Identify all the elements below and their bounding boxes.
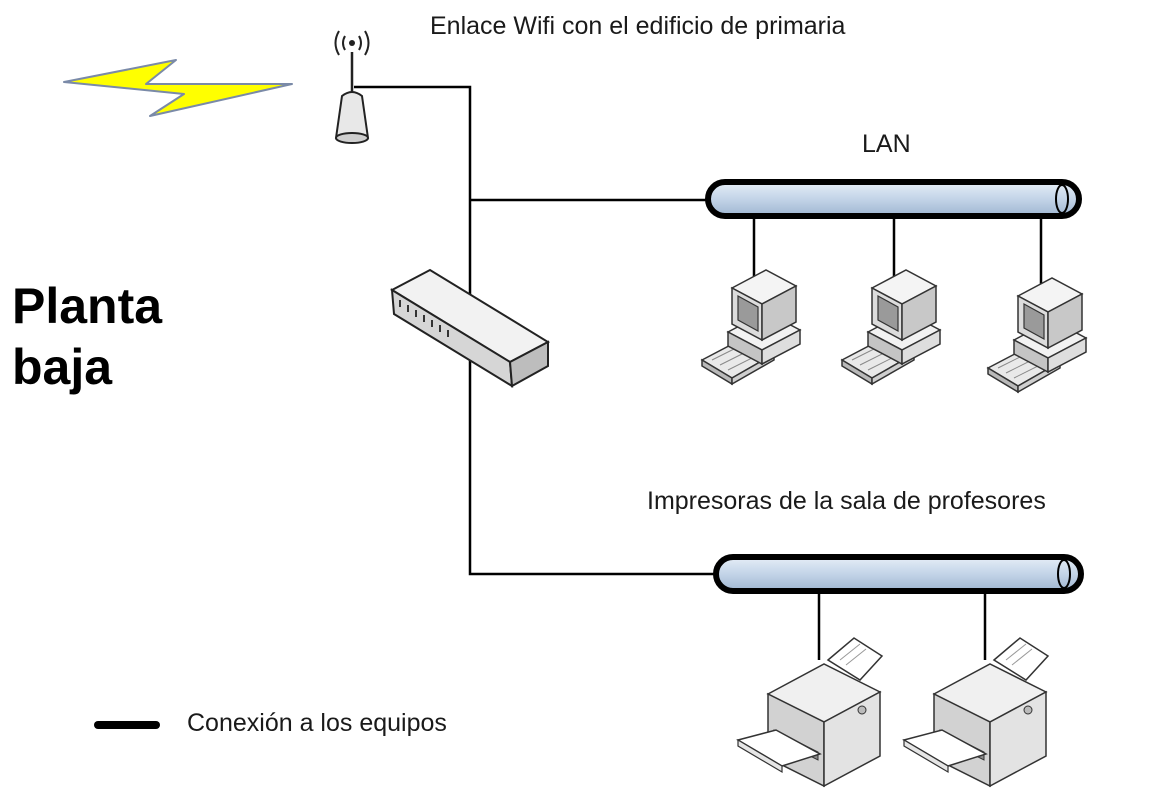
floor-title-line1: Planta <box>12 278 163 334</box>
computer-icon <box>987 277 1087 393</box>
computer-icon <box>701 269 801 385</box>
legend-label: Conexión a los equipos <box>187 709 447 737</box>
floor-title-line2: baja <box>12 339 113 395</box>
printers-bus <box>713 554 1084 594</box>
lightning-icon <box>63 59 293 117</box>
floor-title: Planta baja <box>12 276 242 398</box>
computer-icon <box>841 269 941 385</box>
network-switch-icon <box>389 268 551 388</box>
printer-icon <box>903 637 1049 787</box>
lan-bus <box>705 179 1082 219</box>
wifi-link-label: Enlace Wifi con el edificio de primaria <box>430 12 846 40</box>
lan-label: LAN <box>862 130 911 158</box>
wireless-antenna-icon <box>334 30 370 144</box>
printers-label: Impresoras de la sala de profesores <box>647 487 1046 515</box>
printer-icon <box>737 637 883 787</box>
